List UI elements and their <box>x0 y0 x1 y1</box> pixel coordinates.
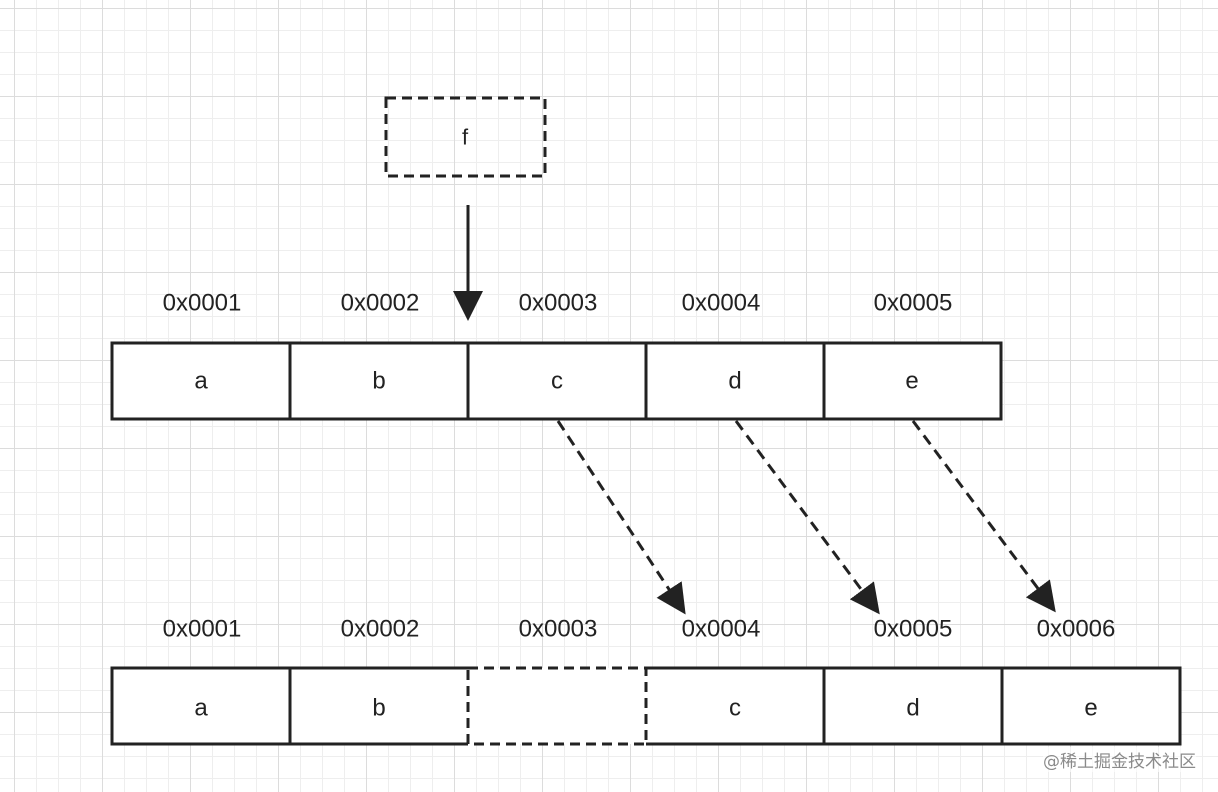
address-label: 0x0004 <box>682 616 761 643</box>
array-cell: a <box>194 368 208 395</box>
after-array: a b c d e <box>110 666 1182 746</box>
address-label: 0x0006 <box>1037 616 1116 643</box>
empty-slot <box>466 666 648 746</box>
shift-arrow-e <box>911 420 1056 613</box>
array-cell: e <box>1084 695 1097 722</box>
array-cell: a <box>194 695 208 722</box>
array-cell: d <box>728 368 741 395</box>
array-cell: c <box>551 368 563 395</box>
before-addresses: 0x0001 0x0002 0x0003 0x0004 0x0005 <box>163 290 953 317</box>
array-cell: c <box>729 695 741 722</box>
address-label: 0x0003 <box>519 616 598 643</box>
address-label: 0x0005 <box>874 616 953 643</box>
array-cell: d <box>906 695 919 722</box>
after-addresses: 0x0001 0x0002 0x0003 0x0004 0x0005 0x000… <box>163 616 1116 643</box>
shift-arrow-d <box>734 420 880 615</box>
address-label: 0x0001 <box>163 616 242 643</box>
new-element-label: f <box>462 125 469 150</box>
address-label: 0x0004 <box>682 290 761 317</box>
shift-arrows <box>556 420 1056 615</box>
address-label: 0x0005 <box>874 290 953 317</box>
array-cell: b <box>372 695 385 722</box>
watermark: @稀土掘金技术社区 <box>1043 747 1196 772</box>
array-cell: e <box>905 368 918 395</box>
address-label: 0x0002 <box>341 290 420 317</box>
array-cell: b <box>372 368 385 395</box>
shift-arrow-c <box>556 420 686 615</box>
address-label: 0x0002 <box>341 616 420 643</box>
address-label: 0x0003 <box>519 290 598 317</box>
new-element-f: f <box>384 96 547 178</box>
address-label: 0x0001 <box>163 290 242 317</box>
before-array: a b c d e <box>110 341 1003 421</box>
